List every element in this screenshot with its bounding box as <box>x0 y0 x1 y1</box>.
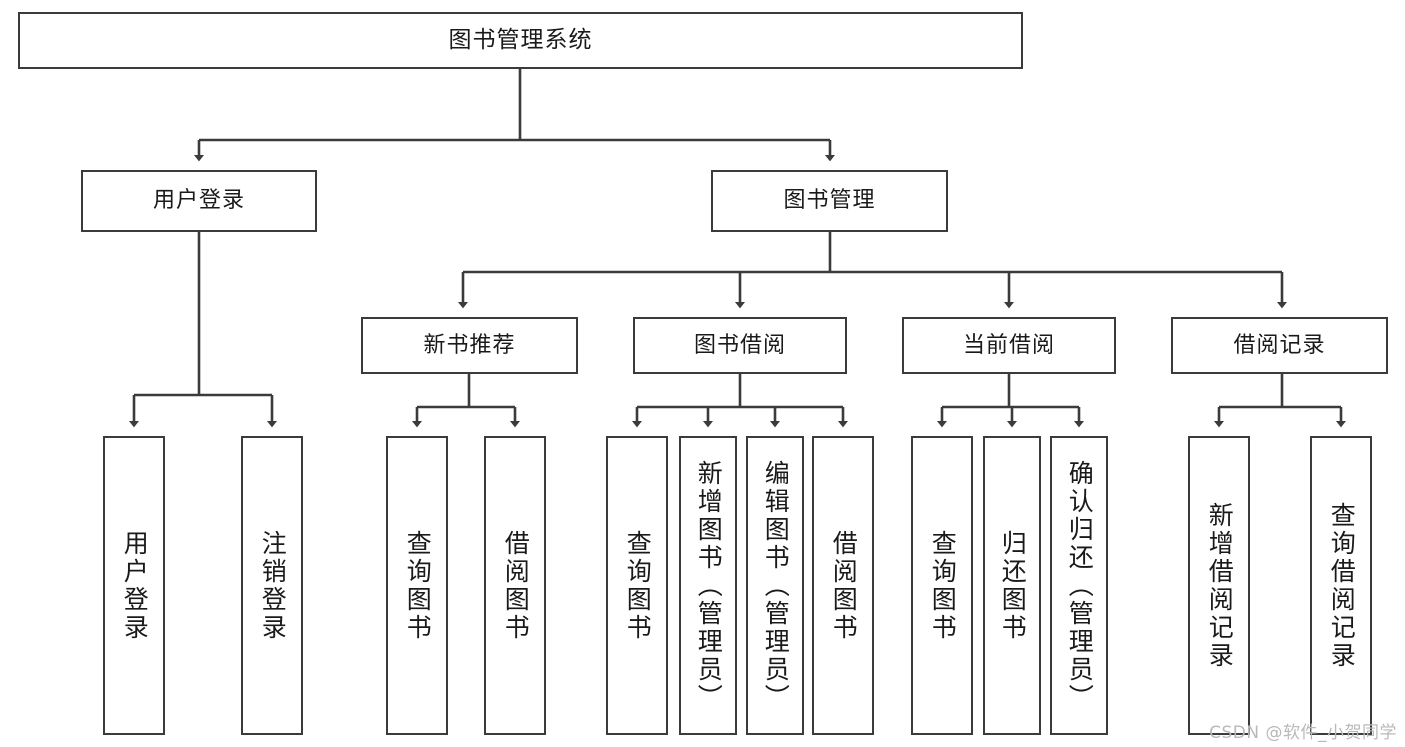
leaf-node[interactable]: 查询图书 <box>911 436 973 735</box>
leaf-node[interactable]: 编辑图书（管理员） <box>746 436 804 735</box>
leaf-node[interactable]: 查询借阅记录 <box>1310 436 1372 735</box>
node-borrowing-records[interactable]: 借阅记录 <box>1171 317 1388 374</box>
node-label: 当前借阅 <box>962 332 1055 358</box>
node-book-borrowing[interactable]: 图书借阅 <box>633 317 847 374</box>
leaf-node[interactable]: 查询图书 <box>606 436 668 735</box>
leaf-node[interactable]: 用户登录 <box>103 436 165 735</box>
node-label: 查询图书 <box>403 529 433 642</box>
node-user-login[interactable]: 用户登录 <box>81 170 317 232</box>
node-label: 确认归还（管理员） <box>1065 459 1095 712</box>
leaf-node[interactable]: 确认归还（管理员） <box>1050 436 1108 735</box>
leaf-node[interactable]: 查询图书 <box>386 436 448 735</box>
leaf-node[interactable]: 新增借阅记录 <box>1188 436 1250 735</box>
node-label: 借阅记录 <box>1233 332 1326 358</box>
leaf-node[interactable]: 新增图书（管理员） <box>679 436 737 735</box>
leaf-node[interactable]: 归还图书 <box>983 436 1041 735</box>
node-label: 编辑图书（管理员） <box>761 459 791 712</box>
node-book-management[interactable]: 图书管理 <box>711 170 948 232</box>
node-label: 注销登录 <box>258 529 288 642</box>
node-book-management-system[interactable]: 图书管理系统 <box>18 12 1023 69</box>
node-label: 查询图书 <box>623 529 653 642</box>
leaf-node[interactable]: 借阅图书 <box>484 436 546 735</box>
node-label: 新增借阅记录 <box>1205 501 1235 670</box>
node-label: 查询借阅记录 <box>1327 501 1357 670</box>
node-label: 图书借阅 <box>693 332 786 358</box>
node-new-book-recommendation[interactable]: 新书推荐 <box>361 317 578 374</box>
node-label: 用户登录 <box>120 529 150 642</box>
leaf-node[interactable]: 注销登录 <box>241 436 303 735</box>
node-label: 用户登录 <box>152 188 245 214</box>
node-label: 查询图书 <box>928 529 958 642</box>
node-label: 借阅图书 <box>501 529 531 642</box>
csdn-watermark: CSDN @软件_小贺同学 <box>1209 723 1397 743</box>
node-label: 借阅图书 <box>829 529 859 642</box>
node-label: 归还图书 <box>998 529 1028 642</box>
node-label: 图书管理 <box>783 188 876 214</box>
node-label: 新书推荐 <box>423 332 516 358</box>
leaf-node[interactable]: 借阅图书 <box>812 436 874 735</box>
node-label: 图书管理系统 <box>448 26 593 53</box>
node-current-borrowing[interactable]: 当前借阅 <box>902 317 1116 374</box>
node-label: 新增图书（管理员） <box>694 459 724 712</box>
